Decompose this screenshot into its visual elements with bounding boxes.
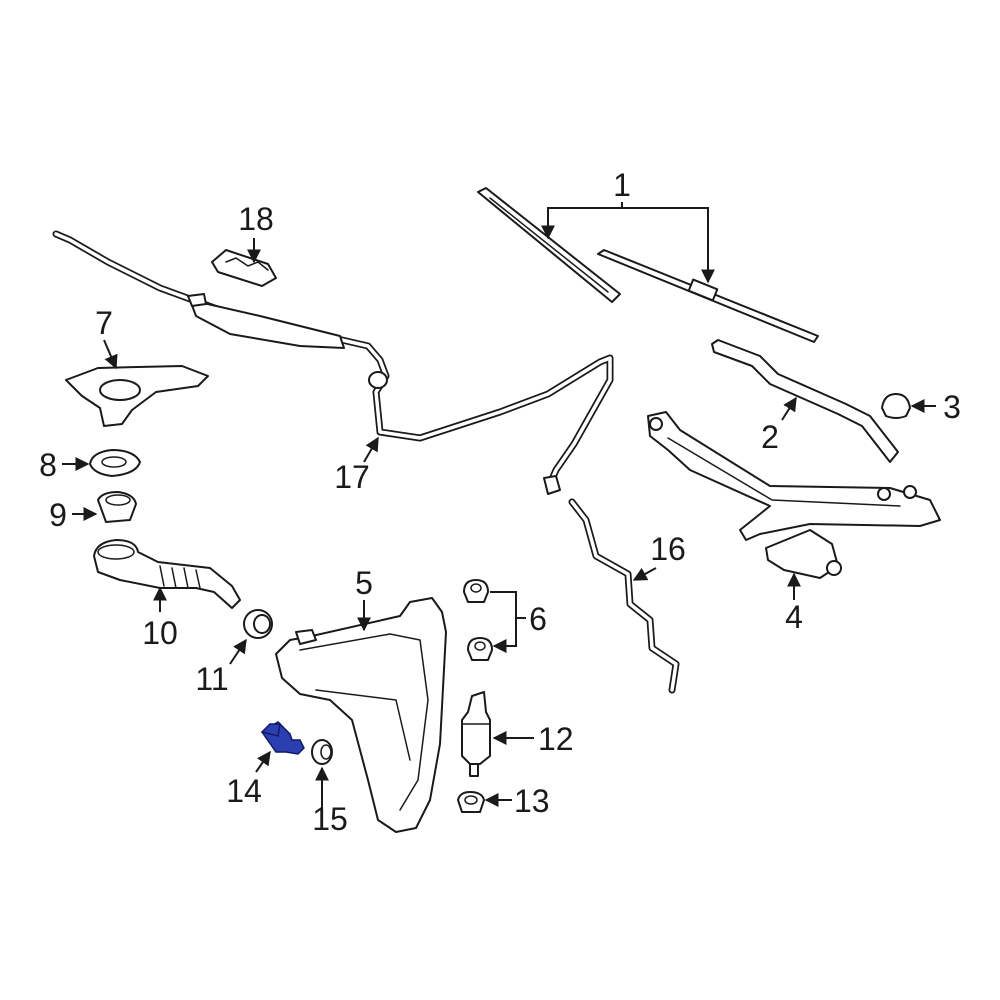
callout-6: 6 bbox=[529, 601, 547, 637]
reservoir-nut-upper[interactable] bbox=[463, 579, 489, 603]
washer-hose-assembly[interactable] bbox=[52, 230, 614, 495]
washer-pump[interactable] bbox=[461, 691, 491, 777]
callout-4: 4 bbox=[785, 599, 803, 635]
wiper-linkage-motor[interactable] bbox=[647, 411, 941, 579]
callout-16: 16 bbox=[650, 531, 686, 567]
filler-neck[interactable] bbox=[93, 539, 241, 609]
filler-cap[interactable] bbox=[97, 491, 137, 523]
arm-cap[interactable] bbox=[881, 393, 911, 419]
callout-1: 1 bbox=[613, 167, 631, 203]
washer-hose-short[interactable] bbox=[568, 498, 680, 694]
callout-3: 3 bbox=[943, 389, 961, 425]
callout-11: 11 bbox=[195, 661, 228, 697]
wiper-arm[interactable] bbox=[711, 339, 899, 463]
filler-funnel[interactable] bbox=[65, 365, 209, 427]
callout-15: 15 bbox=[312, 801, 348, 837]
callout-18: 18 bbox=[238, 201, 274, 237]
callout-5: 5 bbox=[355, 565, 373, 601]
reservoir-nut-lower[interactable] bbox=[467, 637, 493, 661]
washer-reservoir[interactable] bbox=[275, 597, 447, 833]
callout-9: 9 bbox=[49, 497, 67, 533]
hose-clip-bracket[interactable] bbox=[211, 249, 277, 287]
pump-nut[interactable] bbox=[457, 791, 485, 813]
callout-7: 7 bbox=[95, 305, 113, 341]
callout-12: 12 bbox=[538, 721, 574, 757]
fluid-level-sensor-highlighted[interactable] bbox=[260, 721, 305, 755]
callout-17: 17 bbox=[334, 459, 370, 495]
wiper-blade-passenger[interactable] bbox=[597, 249, 819, 343]
callout-labels: 1 2 3 4 5 6 7 8 9 10 11 12 13 14 15 16 1… bbox=[39, 167, 961, 837]
leader-lines bbox=[62, 202, 936, 808]
grommet[interactable] bbox=[243, 609, 273, 639]
wiper-blade-driver[interactable] bbox=[477, 187, 621, 303]
callout-10: 10 bbox=[142, 615, 178, 651]
callout-13: 13 bbox=[514, 783, 550, 819]
filler-seal[interactable] bbox=[89, 449, 141, 477]
callout-8: 8 bbox=[39, 447, 57, 483]
callout-2: 2 bbox=[761, 419, 779, 455]
callout-14: 14 bbox=[226, 773, 262, 809]
sensor-grommet[interactable] bbox=[311, 739, 333, 765]
